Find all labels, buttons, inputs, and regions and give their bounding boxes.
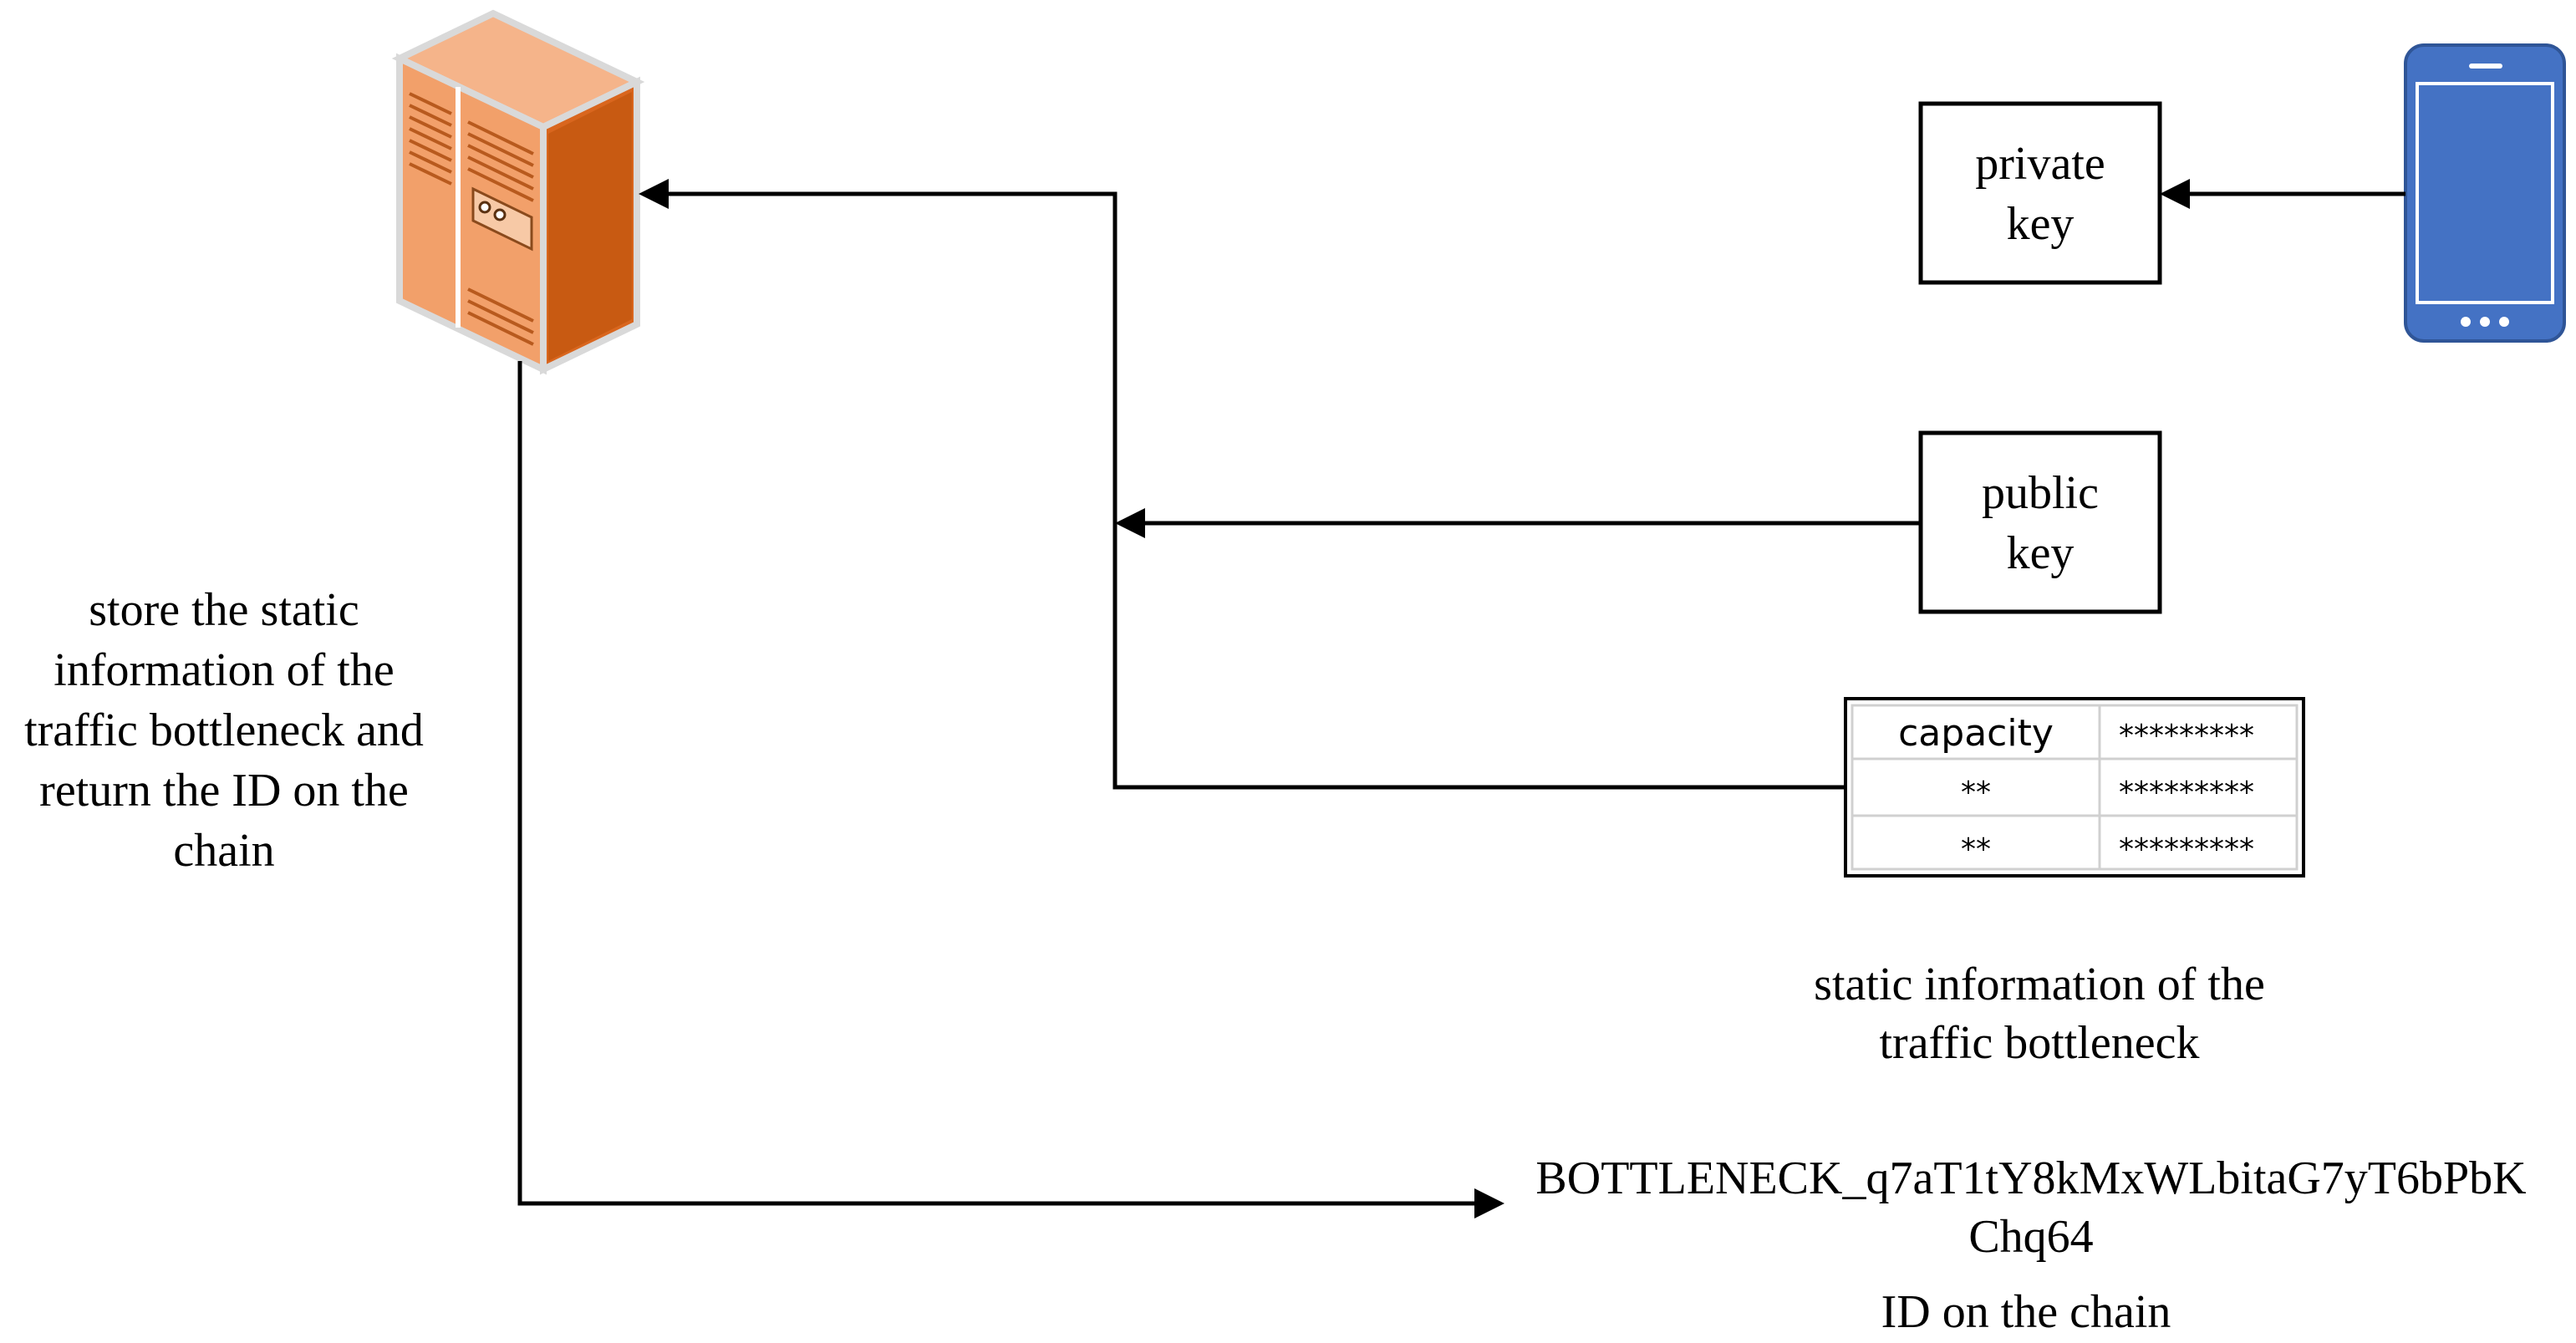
smartphone-icon <box>2404 43 2566 343</box>
arrowheads <box>639 179 2190 1218</box>
chain-id-line2: Chq64 <box>1968 1211 2093 1263</box>
arrowhead-trunk <box>1115 508 1145 538</box>
store-caption: store the static information of the traf… <box>24 584 424 877</box>
table-cell-r0-c0: capacity <box>1898 712 2054 755</box>
store-caption-line4: return the ID on the <box>39 765 409 816</box>
table-cell-r0-c1: ********* <box>2119 719 2254 753</box>
table-cell-r2-c1: ********* <box>2119 832 2254 867</box>
public-key-box: public key <box>1918 430 2162 614</box>
id-on-chain-caption: ID on the chain <box>1881 1286 2171 1338</box>
static-caption-line1: static information of the <box>1814 959 2265 1010</box>
static-info-table: capacity ********* ** ********* ** *****… <box>1844 697 2305 878</box>
server-icon <box>391 9 645 375</box>
public-key-label-line2: key <box>2007 527 2075 579</box>
arrow-table-to-server <box>660 191 1845 790</box>
private-key-label-line2: key <box>2007 198 2075 250</box>
store-caption-line3: traffic bottleneck and <box>24 705 424 756</box>
connectors <box>517 191 2405 1206</box>
table-cell-r1-c1: ********* <box>2119 776 2254 810</box>
arrowhead-private-key <box>2160 179 2190 209</box>
private-key-label-line1: private <box>1975 138 2105 190</box>
arrow-server-to-chain-id <box>517 361 1478 1206</box>
private-key-box: private key <box>1918 101 2162 285</box>
store-caption-line5: chain <box>173 825 274 877</box>
arrowhead-server <box>639 179 669 209</box>
table-cell-r2-c0: ** <box>1961 832 1991 867</box>
store-caption-line1: store the static <box>89 584 359 636</box>
store-caption-line2: information of the <box>53 644 394 696</box>
static-info-caption: static information of the traffic bottle… <box>1814 959 2265 1069</box>
public-key-label-line1: public <box>1982 467 2099 519</box>
arrowhead-chain-id <box>1474 1188 1504 1218</box>
chain-id-block: BOTTLENECK_q7aT1tY8kMxWLbitaG7yT6bPbK Ch… <box>1535 1152 2526 1338</box>
chain-id-line1: BOTTLENECK_q7aT1tY8kMxWLbitaG7yT6bPbK <box>1535 1152 2526 1204</box>
table-cell-r1-c0: ** <box>1961 776 1991 810</box>
static-caption-line2: traffic bottleneck <box>1879 1017 2199 1069</box>
